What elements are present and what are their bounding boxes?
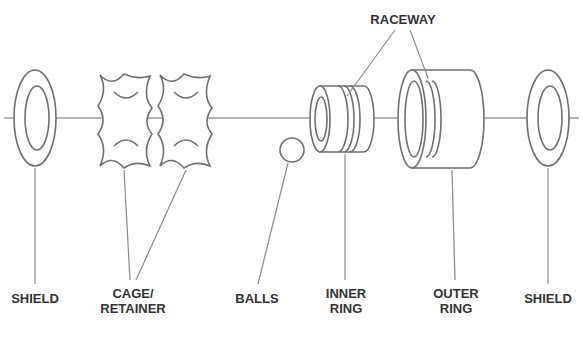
inner-ring-face	[310, 86, 330, 152]
leader-line	[547, 168, 548, 284]
leader-line	[410, 30, 428, 78]
cage-pocket	[174, 92, 198, 146]
part-label: RACEWAY	[370, 12, 435, 27]
cage-pocket	[114, 92, 138, 146]
part-label: BALLS	[235, 291, 278, 306]
part-label: SHIELD	[11, 291, 59, 306]
inner-ring-bore	[315, 97, 327, 141]
shield-outline	[527, 70, 569, 166]
part-label: OUTER RING	[433, 286, 479, 316]
leader-line	[452, 170, 455, 280]
center-axis	[4, 117, 579, 118]
leader-line	[347, 30, 395, 96]
shield-bore	[538, 86, 562, 150]
shield-bore	[25, 86, 49, 150]
ball	[280, 138, 304, 162]
inner-raceway	[338, 86, 360, 152]
shield-outline	[14, 70, 56, 166]
cage-half	[98, 74, 152, 168]
part-label: CAGE/ RETAINER	[100, 286, 165, 316]
leader-line	[34, 168, 35, 284]
leader-line	[136, 170, 186, 280]
leader-line	[258, 163, 288, 284]
outer-ring-face	[398, 70, 426, 168]
cage-half	[158, 74, 212, 168]
leader-line	[344, 154, 345, 280]
leader-line	[124, 170, 130, 280]
part-label: INNER RING	[326, 286, 366, 316]
outer-ring-bore	[405, 81, 423, 157]
part-label: SHIELD	[524, 291, 572, 306]
outer-raceway	[426, 81, 441, 157]
